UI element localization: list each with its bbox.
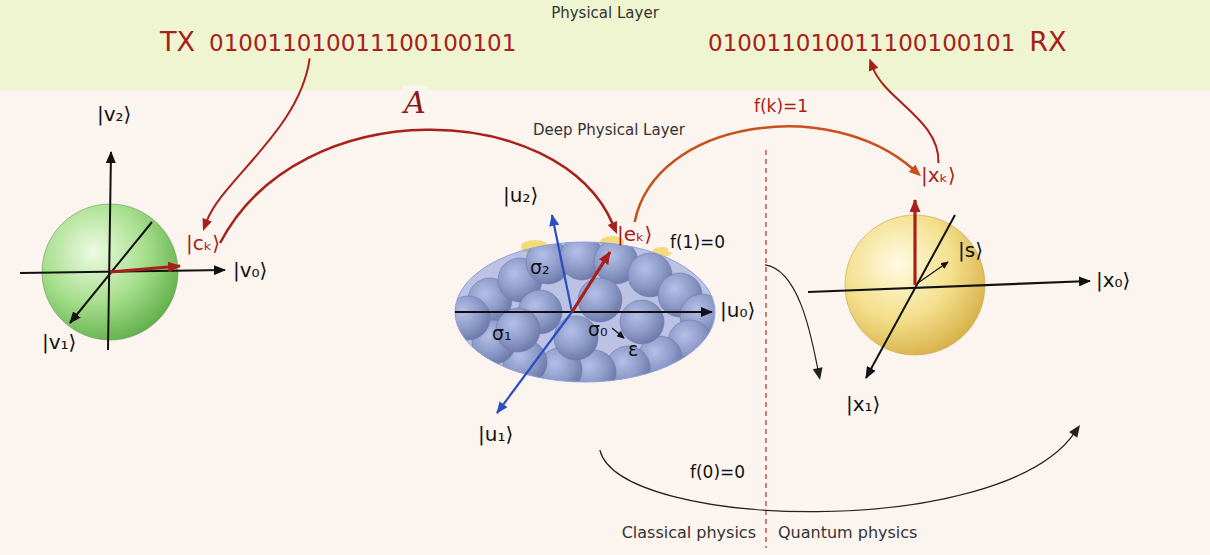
connector	[220, 130, 617, 243]
bloch-sphere: |s⟩ |x₁⟩ |x₀⟩ |xₖ⟩	[820, 160, 1140, 425]
node-text: σ₂	[530, 256, 550, 279]
node-text: TX	[160, 26, 195, 58]
node-text: ε	[628, 338, 638, 361]
arrowhead	[203, 218, 212, 231]
node-text: |eₖ⟩	[617, 222, 652, 246]
node-text: 010011010011100100101	[209, 30, 516, 58]
state-vector: |eₖ⟩	[617, 222, 652, 246]
node-text: RX	[1029, 26, 1066, 58]
ellipsoid: |u₂⟩ σ₂ σ₁ σ₀ ε |u₀⟩ |u₁⟩ |eₖ⟩	[470, 175, 765, 450]
node-text: |xₖ⟩	[921, 163, 956, 187]
connector-line	[600, 433, 1074, 511]
node-text: |x₀⟩	[1096, 268, 1130, 292]
green-sphere	[20, 152, 225, 350]
connector	[600, 425, 1080, 512]
connector	[869, 58, 939, 163]
node-text: Physical Layer	[0, 4, 1210, 22]
layer-band-fill	[0, 0, 1210, 90]
state-vector: |xₖ⟩	[921, 163, 956, 187]
connector-line	[765, 265, 818, 370]
node-text: σ₁	[492, 322, 512, 345]
connector	[765, 265, 823, 380]
node-text: σ₀	[588, 318, 608, 341]
edge-label: A	[402, 86, 428, 119]
connector	[635, 126, 921, 222]
node-text: |v₂⟩	[97, 102, 131, 126]
arrowhead	[909, 164, 921, 176]
node-text: |v₁⟩	[42, 330, 76, 354]
arrowhead	[608, 221, 617, 234]
node-text: |s⟩	[958, 238, 983, 262]
bit-string: 010011010011100100101 RX	[708, 26, 1067, 58]
edge-label: f(k)=1	[752, 96, 810, 116]
connector	[203, 58, 310, 231]
bloch-sphere: |v₂⟩ |v₁⟩ |v₀⟩ |cₖ⟩	[15, 95, 277, 370]
bit-string: TX 010011010011100100101	[160, 26, 516, 58]
yellow-sphere	[808, 200, 1090, 378]
ellipsoid-figure	[446, 215, 724, 413]
edge-label: f(0)=0	[688, 462, 747, 482]
region-label: Quantum physics	[778, 523, 917, 542]
connector-line	[635, 126, 914, 222]
arrowhead	[813, 367, 823, 380]
arrowhead	[869, 58, 878, 71]
arrowhead	[1069, 425, 1080, 438]
connector-line	[207, 58, 310, 221]
region-label: Classical physics	[622, 523, 756, 542]
node-text: |u₂⟩	[503, 183, 538, 207]
node-text: 010011010011100100101	[708, 30, 1015, 58]
layer-band: Physical LayerTX010011010011100100101010…	[0, 0, 1210, 90]
node-text: |u₁⟩	[478, 422, 513, 446]
connector-line	[220, 130, 613, 243]
node-text: |v₀⟩	[233, 258, 267, 282]
node-text: |cₖ⟩	[186, 231, 220, 255]
region-label: Deep Physical Layer	[533, 121, 685, 139]
connector-line	[873, 68, 939, 163]
node-text: |x₁⟩	[846, 392, 880, 416]
edge-label: f(1)=0	[668, 232, 727, 252]
state-vector: |cₖ⟩	[186, 231, 220, 255]
node-text: |u₀⟩	[720, 298, 755, 322]
divider-line	[765, 150, 766, 548]
